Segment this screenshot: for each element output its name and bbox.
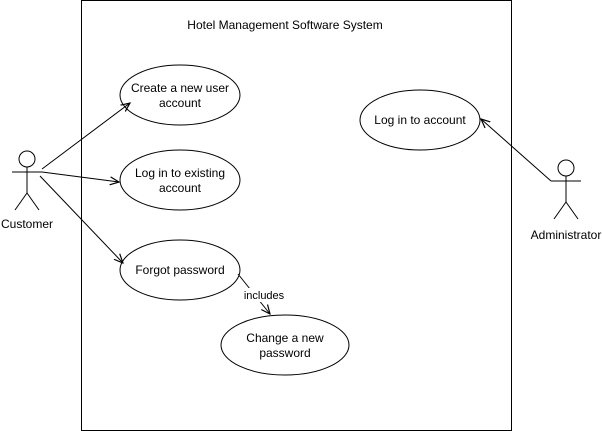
include-label-bg xyxy=(240,288,288,302)
use-case-forgot-password-line1: Forgot password xyxy=(135,263,224,277)
use-case-login-existing-line2: account xyxy=(159,181,202,195)
use-case-create-account-line1: Create a new user xyxy=(131,81,229,95)
use-case-forgot-password[interactable]: Forgot password xyxy=(119,239,241,301)
use-case-login-existing[interactable]: Log in to existing account xyxy=(119,149,241,211)
administrator-actor[interactable]: Administrator xyxy=(531,159,602,242)
include-label: includes xyxy=(244,290,285,302)
association-admin-login xyxy=(481,119,552,182)
customer-label: Customer xyxy=(1,217,53,231)
system-title: Hotel Management Software System xyxy=(187,18,382,32)
use-case-admin-login-line1: Log in to account xyxy=(374,113,466,127)
use-case-change-password-line2: password xyxy=(259,346,310,360)
use-case-change-password-line1: Change a new xyxy=(246,331,324,345)
association-customer-login-existing xyxy=(41,171,119,182)
customer-head-icon xyxy=(18,150,36,168)
administrator-head-icon xyxy=(557,159,575,177)
use-case-change-password[interactable]: Change a new password xyxy=(220,314,350,376)
administrator-label: Administrator xyxy=(531,228,602,242)
association-customer-create-account xyxy=(41,103,130,170)
association-customer-forgot-password xyxy=(39,175,123,263)
customer-actor[interactable]: Customer xyxy=(1,150,53,231)
use-case-login-existing-line1: Log in to existing xyxy=(135,166,225,180)
use-case-create-account[interactable]: Create a new user account xyxy=(119,64,241,126)
use-case-admin-login[interactable]: Log in to account xyxy=(359,89,481,151)
use-case-create-account-line2: account xyxy=(159,96,202,110)
